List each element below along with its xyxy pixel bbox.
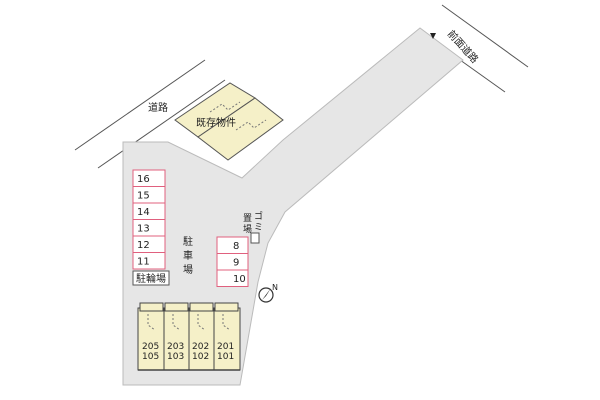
unit-number-lower: 101: [217, 352, 234, 362]
unit-roof: [139, 302, 164, 312]
front-road-arrow-icon: [430, 33, 436, 39]
unit-number-upper: 202: [192, 342, 209, 352]
parking-space-number: 9: [233, 258, 239, 269]
parking-space: [216, 269, 249, 287]
unit-number-lower: 105: [142, 352, 159, 362]
unit-roof: [164, 302, 189, 312]
parking-label-char-1: 駐: [183, 235, 193, 248]
unit-number-upper: 205: [142, 342, 159, 352]
garbage-label-char: 置: [243, 213, 252, 224]
road-edge-line: [97, 79, 226, 169]
north-label: N: [272, 283, 278, 292]
garbage-label-char: 場: [243, 223, 252, 235]
unit-roof: [214, 302, 239, 312]
parking-space: [132, 252, 166, 270]
parking-space-number: 16: [137, 174, 150, 185]
unit-number-upper: 201: [217, 342, 234, 352]
parking-label-char-2: 車: [183, 249, 193, 262]
existing-building: [174, 82, 284, 161]
front-road-edge-line: [441, 4, 529, 68]
parking-space-number: 14: [137, 207, 150, 218]
north-arrow-icon: [258, 287, 274, 303]
parking-right-group: 8 9 10: [216, 236, 249, 287]
bicycle-parking-label: 駐輪場: [136, 272, 166, 285]
road-edge-line: [74, 59, 206, 151]
garbage-label-char: ゴ: [254, 210, 263, 222]
garbage-area-box: [250, 232, 260, 244]
parking-left-group: 16 15 14 13 12 11: [132, 169, 166, 270]
parking-space-number: 13: [137, 224, 150, 235]
bicycle-parking-box: [132, 270, 170, 286]
parking-space-number: 11: [137, 257, 150, 268]
unit-number-lower: 103: [167, 352, 184, 362]
garbage-label-char: ミ: [254, 223, 263, 233]
existing-building-label: 既存物件: [196, 116, 236, 129]
parking-label-char-3: 場: [183, 263, 193, 276]
unit-roof: [189, 302, 214, 312]
parking-space-number: 8: [233, 241, 239, 252]
site-ground: [122, 27, 464, 386]
unit-number-upper: 203: [167, 342, 184, 352]
parking-space-number: 15: [137, 191, 150, 202]
parking-space-number: 10: [233, 274, 246, 285]
parking-space-number: 12: [137, 240, 150, 251]
unit-number-lower: 102: [192, 352, 209, 362]
road-label: 道路: [148, 101, 168, 114]
